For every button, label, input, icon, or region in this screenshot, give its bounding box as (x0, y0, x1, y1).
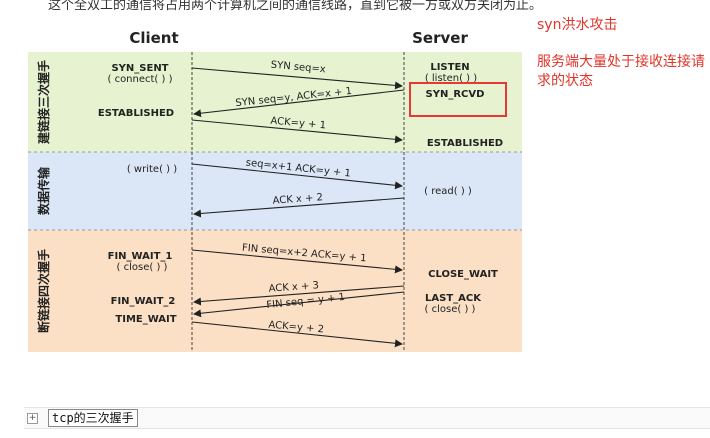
message-label: SYN seq=x (270, 60, 326, 76)
server-state: SYN_RCVD (426, 89, 485, 100)
side-note-title: syn洪水攻击 (537, 17, 618, 33)
client-state: ESTABLISHED (98, 108, 174, 119)
band-label-data: 数据传输 (36, 166, 51, 215)
server-title: Server (412, 29, 468, 47)
arrow-data (191, 163, 403, 190)
band-termination (28, 230, 522, 352)
server-state: LAST_ACK (425, 293, 482, 304)
header-text: 这个全双工的通信将占用两个计算机之间的通信线路，直到它被一方或双方关闭为止。 (48, 0, 543, 12)
image-caption[interactable]: tcp的三次握手 (48, 409, 138, 427)
message-label: ACK=y + 1 (270, 116, 326, 132)
client-state: SYN_SENT (111, 63, 168, 74)
side-note: syn洪水攻击 服务端大量处于接收连接请求的状态 (537, 16, 707, 91)
arrow-syn-ack (193, 89, 405, 118)
server-state: LISTEN (430, 62, 469, 73)
syn-rcvd-highlight (409, 82, 507, 117)
tcp-handshake-diagram: 建链接三次握手 数据传输 断链接四次握手 Client Server SYN_S… (28, 29, 522, 352)
client-state: ( write( ) ) (127, 164, 177, 175)
message-label: ACK=y + 2 (268, 320, 324, 336)
caption-bar: + tcp的三次握手 (24, 407, 710, 429)
arrow-syn (191, 67, 403, 90)
arrow-ack-fin1 (193, 285, 405, 306)
client-state: FIN_WAIT_2 (111, 296, 176, 307)
message-label: ACK x + 2 (272, 192, 323, 206)
server-state: ( listen( ) ) (425, 73, 477, 84)
band-label-handshake: 建链接三次握手 (36, 60, 51, 145)
arrow-fin2 (193, 291, 405, 318)
client-state: ( close( ) ) (117, 262, 168, 273)
client-title: Client (129, 29, 178, 47)
server-state: CLOSE_WAIT (428, 269, 498, 280)
expand-icon[interactable]: + (27, 413, 38, 424)
client-state: ( connect( ) ) (107, 74, 172, 85)
server-state: ( close( ) ) (425, 304, 476, 315)
arrow-data-ack (193, 197, 405, 218)
arrow-ack-fin2 (191, 321, 403, 348)
arrow-ack (191, 119, 403, 144)
client-state: TIME_WAIT (115, 314, 176, 325)
client-state: FIN_WAIT_1 (108, 251, 173, 262)
message-label: ACK x + 3 (268, 280, 319, 294)
band-handshake (28, 52, 522, 152)
arrow-fin1 (191, 249, 403, 274)
server-state: ( read( ) ) (424, 186, 472, 197)
band-data-transfer (28, 152, 522, 230)
side-note-body: 服务端大量处于接收连接请求的状态 (537, 54, 705, 89)
server-state: ESTABLISHED (427, 138, 503, 149)
band-label-termination: 断链接四次握手 (36, 249, 51, 333)
